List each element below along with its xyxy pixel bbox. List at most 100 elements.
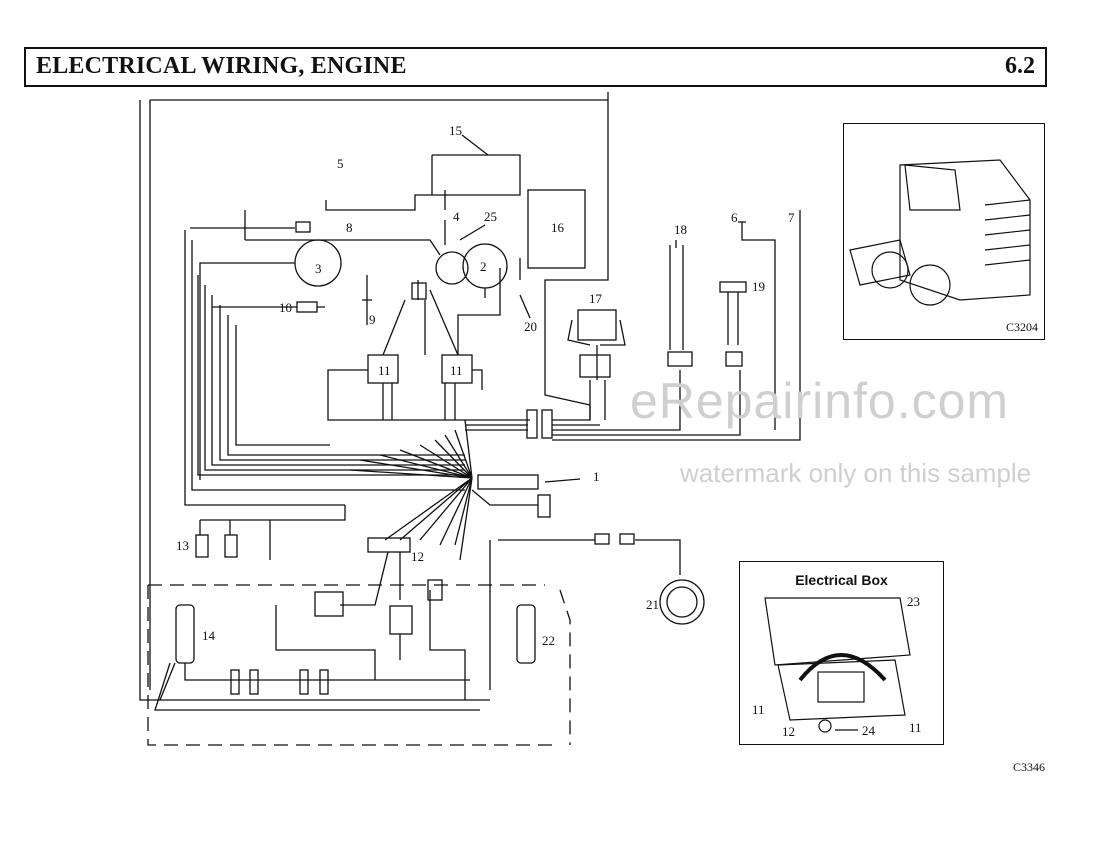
- wire-17: [567, 319, 626, 420]
- relay-11-right: [441, 354, 473, 384]
- harness-top-right: [150, 92, 609, 406]
- starter-relay-box: [411, 282, 427, 300]
- callout-7: 7: [788, 210, 795, 225]
- connector-14b: [249, 669, 259, 695]
- solenoid-13b: [224, 534, 238, 558]
- wire-13: [199, 505, 346, 560]
- wire-relay-right: [444, 369, 483, 420]
- relay-lower-left: [314, 591, 344, 617]
- callout-17: 17: [589, 291, 602, 306]
- sensor-9: [362, 275, 372, 325]
- wire-relay-left: [327, 369, 465, 421]
- callout-2: 2: [480, 259, 487, 274]
- wire-to-starter: [244, 210, 441, 256]
- harness-node: [349, 419, 473, 561]
- horn-21-inner: [666, 586, 698, 618]
- connector-mid-b: [541, 409, 553, 439]
- electrical-box-inset: Electrical Box: [739, 561, 944, 745]
- arrow-1: [544, 478, 581, 483]
- watermark-notice: watermark only on this sample: [680, 458, 1032, 488]
- watermark-domain: eRepairinfo.com: [630, 373, 1010, 429]
- electrical-box-illustration: [764, 597, 911, 733]
- harness-lines: [184, 230, 465, 506]
- ebox-callout-23: 23: [907, 594, 920, 609]
- fuse-block-12: [367, 537, 411, 553]
- connector-mid-a: [526, 409, 538, 439]
- switch-18: [669, 240, 684, 350]
- callout-18: 18: [674, 222, 687, 237]
- arrow-20: [519, 294, 531, 319]
- joystick-14: [175, 604, 195, 664]
- callout-11-left: 11: [378, 363, 391, 378]
- callout-21: 21: [646, 597, 659, 612]
- electrical-box-title: Electrical Box: [795, 572, 888, 588]
- callout-20: 20: [524, 319, 537, 334]
- wire-19: [727, 292, 739, 345]
- connector-14a: [230, 669, 240, 695]
- callout-12: 12: [411, 549, 424, 564]
- callout-10: 10: [279, 300, 292, 315]
- callout-14: 14: [202, 628, 215, 643]
- ebox-callout-11-left: 11: [752, 702, 765, 717]
- figure-code: C3346: [1013, 760, 1046, 774]
- callout-16: 16: [551, 220, 564, 235]
- connector-1: [477, 474, 539, 490]
- starter-motor-1: [435, 251, 469, 285]
- connector-17: [579, 354, 611, 378]
- wire-alt-frame: [457, 268, 501, 355]
- skid-steer-illustration: [849, 159, 1031, 306]
- inset-figure-code: C3204: [1005, 320, 1038, 334]
- connector-lower-mid: [427, 579, 443, 601]
- wire-21: [489, 539, 681, 690]
- connector-21a: [594, 533, 610, 545]
- callout-22: 22: [542, 633, 555, 648]
- harness-outer-left: [139, 100, 160, 701]
- lower-dashed-frame: [147, 584, 571, 746]
- callout-8: 8: [346, 220, 353, 235]
- callout-11-right: 11: [450, 363, 463, 378]
- connector-21b: [619, 533, 635, 545]
- connector-14d: [319, 669, 329, 695]
- relay-lower-right: [389, 605, 413, 635]
- callout-5: 5: [337, 156, 344, 171]
- horn-21: [659, 579, 705, 625]
- plug-8: [295, 221, 311, 233]
- callout-9: 9: [369, 312, 376, 327]
- ebox-callout-24: 24: [862, 723, 875, 738]
- wire-15-loop: [431, 154, 521, 196]
- ebox-callout-11-right: 11: [909, 720, 922, 735]
- sensor-6: [738, 221, 776, 430]
- connector-19: [725, 351, 743, 367]
- wire-1-right: [471, 489, 538, 506]
- callout-19: 19: [752, 279, 765, 294]
- arrow-15: [461, 134, 489, 156]
- switch-19: [719, 281, 747, 293]
- page-title: ELECTRICAL WIRING, ENGINE: [36, 53, 407, 79]
- callout-4: 4: [453, 209, 460, 224]
- machine-inset: C3204: [843, 123, 1045, 340]
- wire-starter-relay: [382, 280, 459, 356]
- callout-3: 3: [315, 261, 322, 276]
- callout-6: 6: [731, 210, 738, 225]
- callout-1: 1: [593, 469, 600, 484]
- section-number: 6.2: [1005, 53, 1035, 79]
- ebox-callout-12: 12: [782, 724, 795, 739]
- wire-5: [325, 194, 432, 211]
- fuse-holder-17: [577, 309, 617, 341]
- joystick-22: [516, 604, 536, 664]
- connector-14c: [299, 669, 309, 695]
- callout-25: 25: [484, 209, 497, 224]
- sensor-10: [296, 301, 318, 313]
- solenoid-13a: [195, 534, 209, 558]
- wire-lower: [275, 590, 466, 700]
- battery-16-box: [527, 189, 586, 269]
- connector-18: [667, 351, 693, 367]
- page-header: ELECTRICAL WIRING, ENGINE 6.2: [24, 47, 1047, 87]
- wire-12: [340, 551, 401, 606]
- wire-3: [199, 262, 295, 480]
- callout-15: 15: [449, 123, 462, 138]
- connector-1b: [537, 494, 551, 518]
- callout-13: 13: [176, 538, 189, 553]
- arrow-25: [459, 224, 486, 241]
